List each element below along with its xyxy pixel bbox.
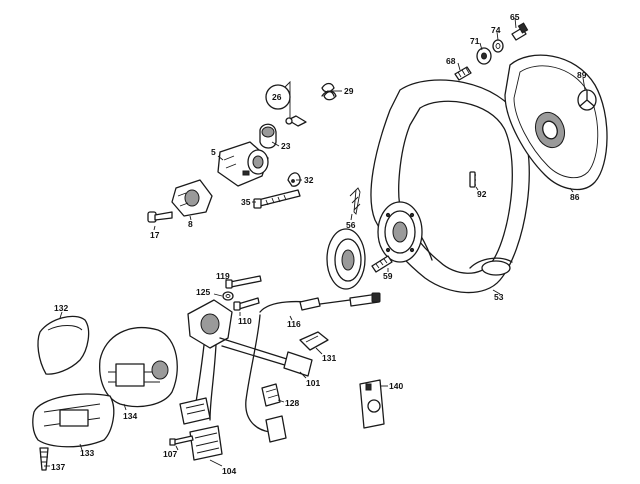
callout-56: 56 <box>346 220 356 230</box>
callout-29: 29 <box>344 86 354 96</box>
callout-92: 92 <box>477 189 487 199</box>
callout-23: 23 <box>281 141 291 151</box>
screw-137 <box>39 447 49 471</box>
callout-140: 140 <box>389 381 403 391</box>
callout-131: 131 <box>322 353 336 363</box>
connector-128 <box>261 383 281 407</box>
callout-137: 137 <box>51 462 65 472</box>
switch-trim-134 <box>99 326 178 408</box>
callout-125: 125 <box>196 287 210 297</box>
bolt-35 <box>253 189 301 209</box>
leader-lines <box>44 17 586 467</box>
screw-110 <box>233 297 260 311</box>
connector-104 <box>189 425 223 461</box>
cover-131 <box>299 331 329 351</box>
callout-59: 59 <box>383 271 393 281</box>
callout-110: 110 <box>238 316 252 326</box>
callout-133: 133 <box>80 448 94 458</box>
combination-switch <box>187 299 313 421</box>
callout-89: 89 <box>577 70 587 80</box>
callout-132: 132 <box>54 303 68 313</box>
callout-71: 71 <box>470 36 480 46</box>
wiper-switch-116 <box>245 292 381 401</box>
washer-125 <box>222 291 234 301</box>
callout-128: 128 <box>285 398 299 408</box>
callout-65: 65 <box>510 12 520 22</box>
ignition-key-set <box>265 80 307 127</box>
callout-101: 101 <box>306 378 320 388</box>
callout-74: 74 <box>491 25 501 35</box>
hub-screw-59 <box>371 255 393 273</box>
steering-lock-housing <box>217 141 269 187</box>
upper-trim-132 <box>37 315 90 375</box>
callout-26: 26 <box>272 92 282 102</box>
callout-107: 107 <box>163 449 177 459</box>
module-140 <box>359 379 385 429</box>
lower-trim-133 <box>32 393 115 448</box>
clip-32 <box>287 172 301 187</box>
callout-8: 8 <box>188 219 193 229</box>
steering-wheel <box>370 79 530 294</box>
callout-104: 104 <box>222 466 236 476</box>
spring-29 <box>321 82 337 101</box>
callout-5: 5 <box>211 147 216 157</box>
lock-cylinder-23 <box>259 123 277 149</box>
callout-116: 116 <box>287 319 301 329</box>
callout-68: 68 <box>446 56 456 66</box>
callout-134: 134 <box>123 411 137 421</box>
wiring-connectors <box>179 397 287 443</box>
callout-35: 35 <box>241 197 251 207</box>
bolt-119 <box>225 275 262 289</box>
callout-86: 86 <box>570 192 580 202</box>
callout-32: 32 <box>304 175 314 185</box>
bolt-68 <box>454 66 472 81</box>
callout-119: 119 <box>216 271 230 281</box>
washer-74 <box>492 39 504 53</box>
steering-hub <box>326 187 366 290</box>
airbag-cover <box>504 54 608 191</box>
pin-107 <box>169 435 194 446</box>
callout-53: 53 <box>494 292 504 302</box>
callout-17: 17 <box>150 230 160 240</box>
screw-17 <box>147 211 173 223</box>
switch-housing-8 <box>171 179 213 217</box>
spacer-71 <box>476 47 492 65</box>
callout-labels: 65 74 71 68 89 26 29 23 5 32 35 17 8 92 … <box>51 12 587 476</box>
retaining-screw-65 <box>511 22 529 41</box>
